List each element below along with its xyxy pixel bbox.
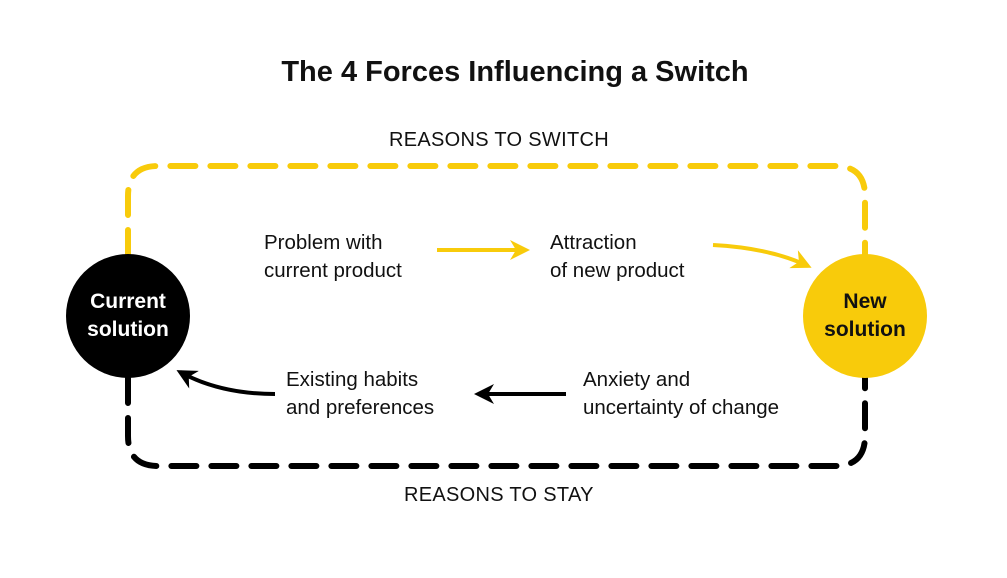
habit-line1: Existing habits: [286, 368, 419, 391]
push-force-label: Problem with current product: [264, 229, 402, 285]
push-line1: Problem with: [264, 231, 383, 254]
current-node-line1: Current: [90, 290, 166, 313]
switch-boundary: [125, 163, 868, 258]
stay-boundary: [125, 375, 868, 469]
current-node-line2: solution: [87, 318, 169, 341]
pull-arrow: [712, 243, 812, 269]
reasons-to-switch-label: REASONS TO SWITCH: [389, 129, 609, 151]
new-solution-node: New solution: [803, 254, 927, 378]
habit-arrow: [176, 370, 276, 396]
current-solution-node: Current solution: [66, 254, 190, 378]
anxiety-line2: uncertainty of change: [583, 396, 780, 419]
habit-line2: and preferences: [286, 396, 435, 419]
push-line2: current product: [264, 259, 402, 282]
habit-force-label: Existing habits and preferences: [286, 366, 434, 422]
pull-force-label: Attraction of new product: [550, 229, 684, 285]
pull-line2: of new product: [550, 259, 685, 282]
anxiety-force-label: Anxiety and uncertainty of change: [583, 366, 779, 422]
anxiety-line1: Anxiety and: [583, 368, 691, 391]
new-node-line2: solution: [824, 318, 906, 341]
reasons-to-stay-label: REASONS TO STAY: [404, 484, 594, 506]
new-node-line1: New: [843, 290, 887, 313]
pull-line1: Attraction: [550, 231, 637, 254]
page-title: The 4 Forces Influencing a Switch: [281, 56, 749, 88]
